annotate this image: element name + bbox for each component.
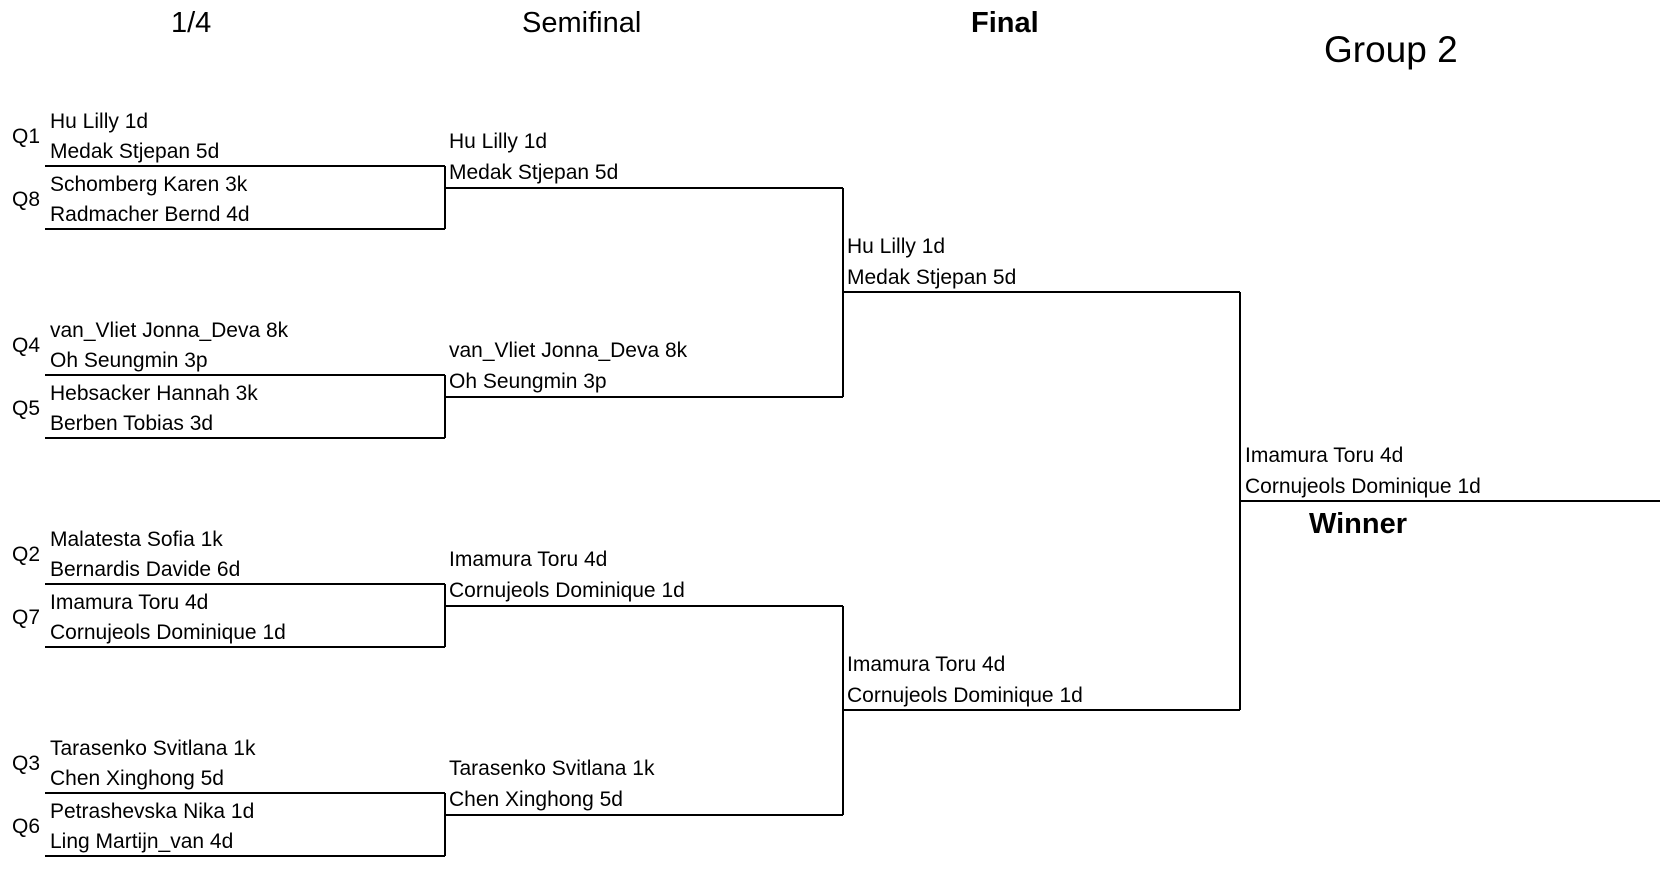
sf4-player-1: Tarasenko Svitlana 1k <box>449 757 655 780</box>
qf-label-q6: Q6 <box>12 815 41 838</box>
sf2-player-1: van_Vliet Jonna_Deva 8k <box>449 339 688 362</box>
qf-q7-player-2: Cornujeols Dominique 1d <box>50 621 286 644</box>
qf-q7-player-1: Imamura Toru 4d <box>50 591 209 614</box>
sf3-player-1: Imamura Toru 4d <box>449 548 608 571</box>
qf-q4-player-2: Oh Seungmin 3p <box>50 349 208 372</box>
qf-label-q2: Q2 <box>12 543 41 566</box>
sf1-player-2: Medak Stjepan 5d <box>449 161 619 184</box>
qf-label-q8: Q8 <box>12 188 41 211</box>
final1-player-1: Hu Lilly 1d <box>847 235 946 258</box>
final2-player-1: Imamura Toru 4d <box>847 653 1006 676</box>
qf-q6-player-2: Ling Martijn_van 4d <box>50 830 234 853</box>
qf-label-q5: Q5 <box>12 397 41 420</box>
qf-q1-player-2: Medak Stjepan 5d <box>50 140 220 163</box>
qf-q8-player-2: Radmacher Bernd 4d <box>50 203 250 226</box>
qf-q5-player-1: Hebsacker Hannah 3k <box>50 382 258 405</box>
sf2-player-2: Oh Seungmin 3p <box>449 370 607 393</box>
winner-label: Winner <box>1309 508 1408 540</box>
qf-q8-player-1: Schomberg Karen 3k <box>50 173 248 196</box>
header-final: Final <box>971 7 1039 39</box>
group-title: Group 2 <box>1324 29 1458 70</box>
qf-q3-player-2: Chen Xinghong 5d <box>50 767 224 790</box>
qf-label-q4: Q4 <box>12 334 41 357</box>
qf-q6-player-1: Petrashevska Nika 1d <box>50 800 255 823</box>
header-quarterfinal: 1/4 <box>171 7 212 39</box>
qf-q5-player-2: Berben Tobias 3d <box>50 412 214 435</box>
qf-q1-player-1: Hu Lilly 1d <box>50 110 149 133</box>
sf3-player-2: Cornujeols Dominique 1d <box>449 579 685 602</box>
final2-player-2: Cornujeols Dominique 1d <box>847 684 1083 707</box>
final1-player-2: Medak Stjepan 5d <box>847 266 1017 289</box>
champion-player-1: Imamura Toru 4d <box>1245 444 1404 467</box>
sf1-player-1: Hu Lilly 1d <box>449 130 548 153</box>
qf-label-q1: Q1 <box>12 125 41 148</box>
qf-q2-player-2: Bernardis Davide 6d <box>50 558 241 581</box>
qf-q3-player-1: Tarasenko Svitlana 1k <box>50 737 256 760</box>
qf-label-q3: Q3 <box>12 752 41 775</box>
header-semifinal: Semifinal <box>522 7 642 39</box>
qf-label-q7: Q7 <box>12 606 41 629</box>
sf4-player-2: Chen Xinghong 5d <box>449 788 623 811</box>
qf-q2-player-1: Malatesta Sofia 1k <box>50 528 223 551</box>
qf-q4-player-1: van_Vliet Jonna_Deva 8k <box>50 319 289 342</box>
champion-player-2: Cornujeols Dominique 1d <box>1245 475 1481 498</box>
